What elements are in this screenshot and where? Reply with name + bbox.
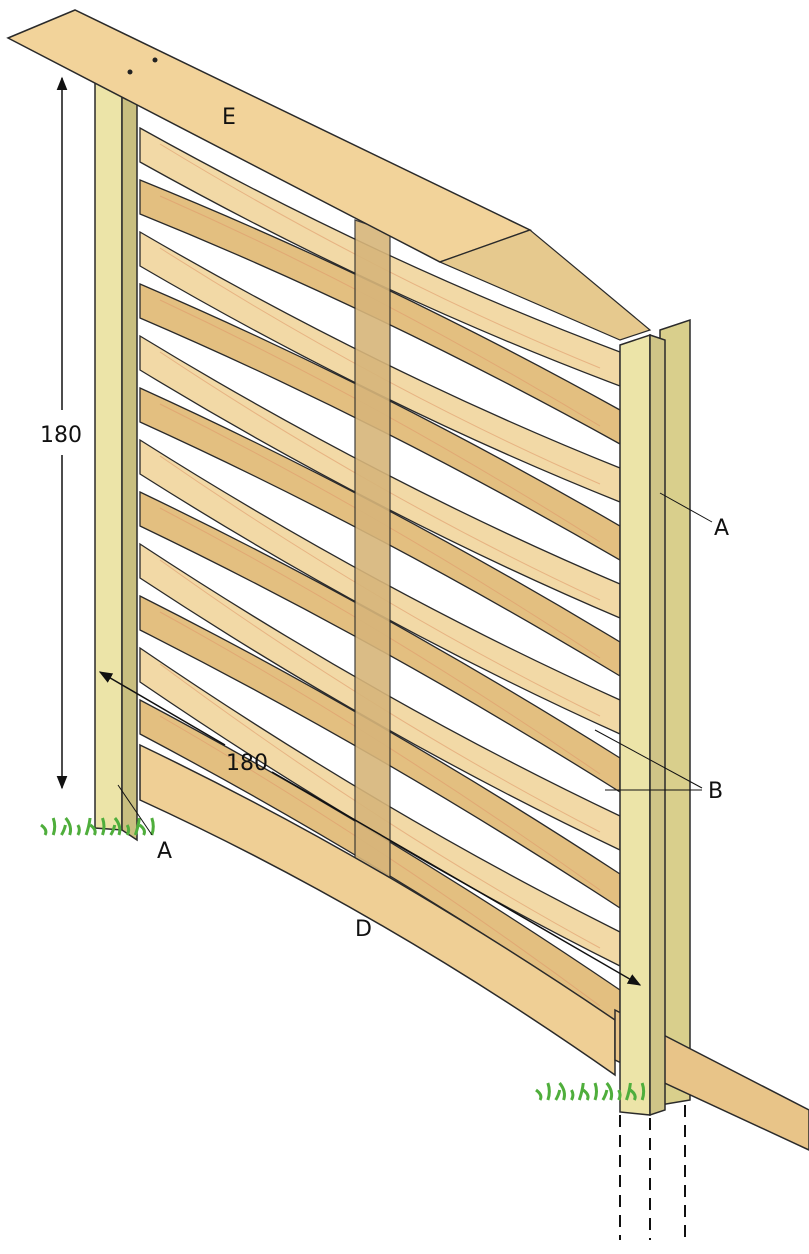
grass-blade	[125, 824, 131, 836]
slats-label: B	[708, 779, 723, 804]
top-rail-label: E	[222, 105, 236, 130]
height-dimension-label: 180	[40, 423, 82, 448]
left-post	[94, 78, 138, 842]
grass-blade	[113, 817, 122, 836]
label-a-right: A	[659, 492, 729, 541]
grass-blade	[577, 1082, 585, 1101]
right-post	[619, 333, 686, 1240]
grass-blade	[546, 1082, 551, 1101]
grass-blade	[625, 1082, 632, 1101]
grass-blade	[558, 1082, 566, 1101]
grass-blade	[640, 1082, 646, 1101]
width-dimension: 180	[98, 671, 642, 986]
grass-blade	[109, 824, 117, 836]
grass-blade	[101, 817, 106, 836]
middle-batten	[354, 219, 391, 906]
left-post-label: A	[157, 839, 172, 864]
bottom-board-label: D	[355, 917, 372, 942]
label-a-left: A	[117, 784, 172, 864]
right-post-label: A	[714, 516, 729, 541]
grass-blade	[51, 817, 57, 836]
label-e: E	[222, 105, 236, 130]
grass-blade	[535, 1088, 543, 1101]
woven-slats	[139, 126, 621, 1026]
grass-blade	[60, 824, 67, 836]
grass	[40, 817, 646, 1101]
grass-blade	[89, 823, 97, 836]
grass-blade	[593, 1082, 598, 1101]
grass-blade	[617, 1089, 622, 1101]
grass-blade	[84, 817, 92, 836]
grass-blade	[570, 1089, 575, 1101]
top-rail	[6, 9, 652, 341]
grass-blade	[64, 817, 73, 836]
grass-blade	[601, 1089, 609, 1101]
grass-blade	[150, 817, 155, 836]
grass-blade	[76, 824, 81, 836]
grass-blade	[629, 1088, 637, 1101]
label-b: B	[594, 729, 723, 804]
grass-blade	[554, 1089, 562, 1101]
grass-blade	[605, 1082, 614, 1101]
grass-blade	[40, 823, 48, 836]
grass-blade	[138, 823, 146, 836]
grass-blade	[133, 817, 141, 836]
height-dimension: 180	[40, 76, 82, 790]
label-d: D	[355, 917, 372, 942]
grass-blade	[582, 1088, 590, 1101]
width-dimension-label: 180	[226, 751, 268, 776]
